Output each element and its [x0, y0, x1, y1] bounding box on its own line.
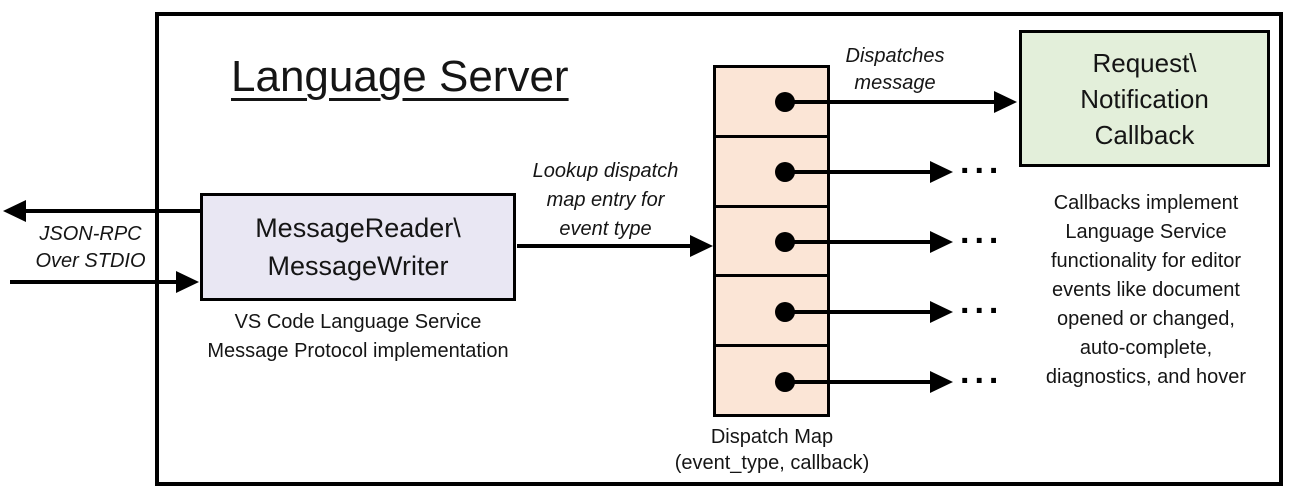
note-line: Callbacks implement	[1053, 192, 1239, 214]
request-notification-callback-box: Request\ Notification Callback	[1019, 30, 1270, 167]
dispatch-map-cell	[716, 277, 827, 348]
label-line: Dispatches	[845, 45, 945, 67]
message-reader-label: MessageReader\	[255, 213, 461, 243]
label-line: Lookup dispatch	[532, 160, 679, 182]
label-line: map entry for	[546, 189, 665, 211]
note-line: Language Service	[1065, 221, 1227, 243]
note-line: functionality for editor	[1050, 250, 1242, 272]
note-line: events like document	[1052, 279, 1240, 301]
caption-line: Dispatch Map	[710, 426, 834, 448]
dispatch-map-cell	[716, 68, 827, 138]
dispatch-map-cell	[716, 208, 827, 278]
dispatch-map-cell	[716, 347, 827, 414]
dispatch-map	[713, 65, 830, 417]
callbacks-note: Callbacks implement Language Service fun…	[1020, 189, 1272, 392]
message-reader-caption: VS Code Language Service Message Protoco…	[205, 308, 511, 366]
ellipsis-more-callbacks: ...	[960, 283, 1004, 321]
callback-label-line: Request\	[1092, 47, 1197, 78]
dispatch-map-cell	[716, 138, 827, 208]
label-line: Over STDIO	[35, 250, 146, 272]
ellipsis-more-callbacks: ...	[960, 143, 1004, 181]
label-line: event type	[559, 218, 652, 240]
dispatches-message-label: Dispatches message	[816, 43, 974, 97]
message-reader-writer-box: MessageReader\ MessageWriter	[200, 193, 516, 301]
ellipsis-more-callbacks: ...	[960, 213, 1004, 251]
note-line: auto-complete,	[1079, 337, 1213, 359]
callback-label-line: Callback	[1094, 119, 1195, 150]
callback-label-line: Notification	[1080, 83, 1209, 114]
message-writer-label: MessageWriter	[267, 251, 449, 281]
ellipsis-more-callbacks: ...	[960, 353, 1004, 391]
caption-line: (event_type, callback)	[674, 452, 870, 474]
note-line: diagnostics, and hover	[1045, 366, 1247, 388]
lookup-dispatch-label: Lookup dispatch map entry for event type	[513, 157, 698, 244]
note-line: opened or changed,	[1057, 308, 1235, 330]
label-line: message	[854, 72, 936, 94]
caption-line: Message Protocol implementation	[207, 340, 509, 362]
dispatch-map-caption: Dispatch Map (event_type, callback)	[647, 424, 897, 476]
caption-line: VS Code Language Service	[234, 311, 482, 333]
json-rpc-label: JSON-RPC Over STDIO	[18, 221, 163, 275]
label-line: JSON-RPC	[39, 223, 142, 245]
diagram-title: Language Server	[231, 52, 569, 101]
